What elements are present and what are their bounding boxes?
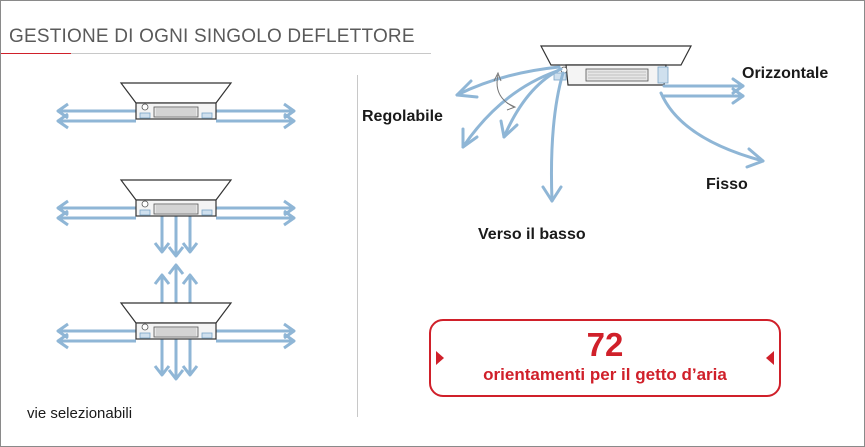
orientations-callout: 72 orientamenti per il getto d’aria	[429, 319, 781, 397]
panel-divider	[357, 75, 358, 417]
label-verso-il-basso: Verso il basso	[478, 226, 586, 243]
cassette-unit-3	[56, 263, 296, 381]
down-airflow-arrows	[153, 337, 199, 381]
page-title: GESTIONE DI OGNI SINGOLO DEFLETTORE	[9, 26, 415, 47]
cassette-unit-icon	[120, 179, 232, 217]
down-airflow-arrows	[153, 214, 199, 258]
title-underline	[71, 53, 431, 54]
up-airflow-arrows	[153, 263, 199, 305]
cassette-unit-detail	[540, 45, 692, 86]
cassette-unit-icon	[120, 302, 232, 340]
cassette-unit-icon	[120, 82, 232, 120]
cassette-unit-1	[56, 82, 296, 130]
label-regolabile: Regolabile	[362, 108, 443, 125]
caption-selectable-ways: vie selezionabili	[27, 405, 133, 422]
label-orizzontale: Orizzontale	[742, 65, 829, 82]
callout-triangle-icon	[436, 351, 444, 365]
orientations-count: 72	[586, 326, 624, 363]
cassette-unit-2	[56, 179, 296, 258]
orientations-text: orientamenti per il getto d’aria	[483, 365, 727, 384]
callout-triangle-icon	[766, 351, 774, 365]
label-fisso: Fisso	[706, 176, 748, 193]
title-underline-accent	[1, 53, 71, 54]
adjustable-airflow-arrows	[455, 65, 765, 203]
